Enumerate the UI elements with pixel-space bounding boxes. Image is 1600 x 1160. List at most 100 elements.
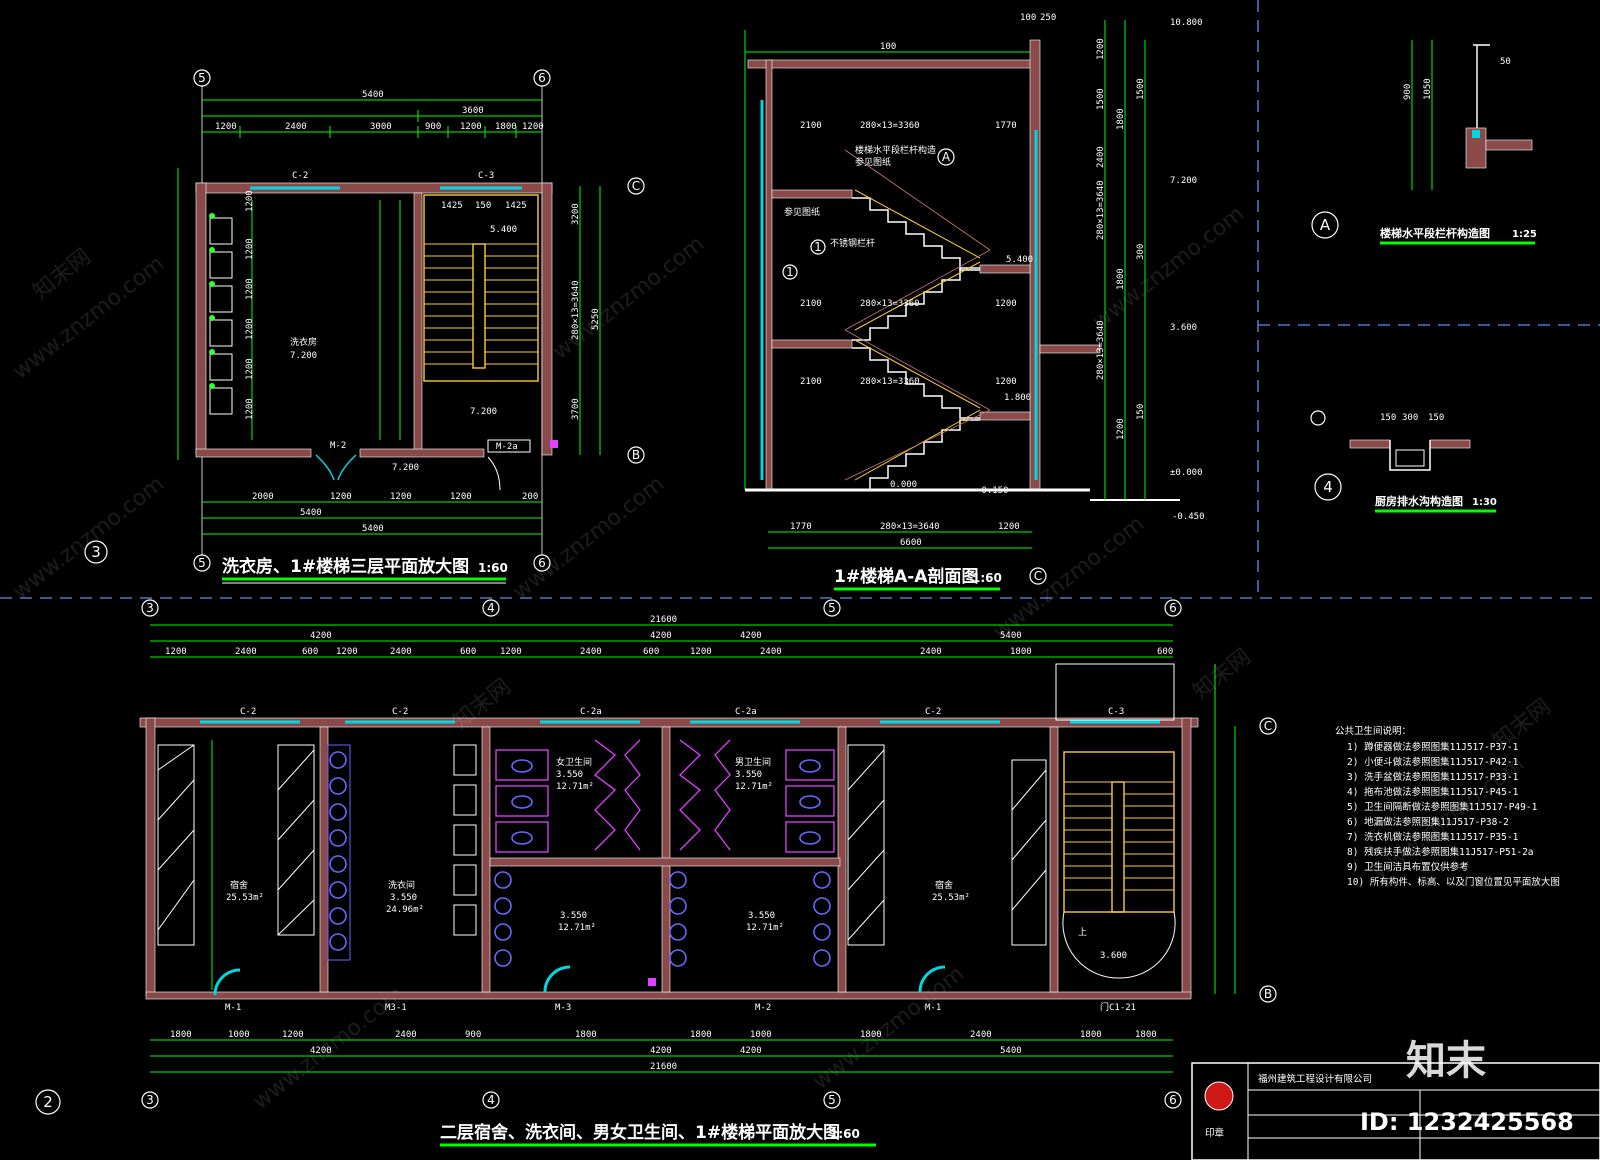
axis-label: C xyxy=(1264,719,1272,733)
dim-text: 1800 xyxy=(495,122,517,132)
view-title: 楼梯水平段栏杆构造图 xyxy=(1380,226,1490,240)
landing xyxy=(771,339,853,349)
dim-text: 5400 xyxy=(1000,1046,1022,1056)
dim-text: 4200 xyxy=(310,631,332,641)
dim-text: 200 xyxy=(522,492,538,502)
dim-text: 5400 xyxy=(1000,631,1022,641)
axis-bubble xyxy=(482,599,500,617)
view-title: 厨房排水沟构造图 xyxy=(1375,494,1463,508)
wardrobe xyxy=(157,744,315,946)
dim-text: 1425 xyxy=(505,201,527,211)
door-label: M-3 xyxy=(555,1003,571,1013)
dim-text: 300 xyxy=(1402,413,1418,423)
axis-bubble xyxy=(141,1091,159,1109)
dim-text: 21600 xyxy=(650,615,677,625)
wall-right xyxy=(541,182,553,456)
watermark-text: www.znzmo.com xyxy=(808,961,969,1094)
room-elev: 3.550 xyxy=(390,893,417,903)
note-item: 1) 蹲便器做法参照图集11J517-P37-1 xyxy=(1347,741,1519,753)
window-label: C-2a xyxy=(735,707,757,717)
axis-bubble xyxy=(627,446,645,464)
note-item: 2) 小便斗做法参照图集11J517-P42-1 xyxy=(1347,756,1519,768)
dim-text: 1200 xyxy=(690,647,712,657)
axis-bubble xyxy=(1259,985,1277,1003)
door-m2a xyxy=(487,439,531,453)
axis-bubble xyxy=(1259,717,1277,735)
slab-edge xyxy=(1485,139,1533,151)
watermark-text: 知末网 xyxy=(1188,644,1255,704)
door-label: M-1 xyxy=(225,1003,241,1013)
axis-label: 5 xyxy=(198,556,206,570)
axis-bubble xyxy=(823,1091,841,1109)
landing xyxy=(979,264,1031,274)
image-id: ID: 1232425568 xyxy=(1360,1108,1574,1136)
axis-label: 6 xyxy=(538,71,546,85)
note-text: 楼梯水平段栏杆构造 xyxy=(855,144,936,156)
note-text: 参见图纸 xyxy=(855,156,891,168)
elev-label: 3.600 xyxy=(1100,951,1127,961)
room-elev: 3.550 xyxy=(735,770,762,780)
dim-text: 1200 xyxy=(995,299,1017,309)
wall-bottom xyxy=(359,448,485,458)
watermark-text: 知末网 xyxy=(1488,694,1555,754)
door-label: M-1 xyxy=(925,1003,941,1013)
axis-bubble xyxy=(482,1091,500,1109)
note-item: 6) 地漏做法参照图集11J517-P38-2 xyxy=(1347,816,1509,828)
laundry-plan-view: 5 6 5 6 C B 5400 3600 1200 2400 3000 900… xyxy=(84,69,645,584)
view-number: 2 xyxy=(43,1093,53,1111)
dim-text: 3200 xyxy=(571,203,581,225)
dim-text: 1200 xyxy=(330,492,352,502)
elev-label: 7.200 xyxy=(1170,176,1197,186)
dim-text: 900 xyxy=(1403,84,1413,100)
axis-label: C xyxy=(632,179,640,193)
room-elev: 3.550 xyxy=(560,911,587,921)
dim-text: 280×13=3360 xyxy=(860,299,920,309)
dim-text: 600 xyxy=(302,647,318,657)
room-label: 洗衣间 xyxy=(388,879,415,891)
window-label: C-2 xyxy=(925,707,941,717)
detail-bubble xyxy=(1311,211,1339,239)
dim-text: 3000 xyxy=(370,122,392,132)
dim-text: 1200 xyxy=(245,398,255,420)
room-label: 宿舍 xyxy=(935,879,953,891)
axis-label: 5 xyxy=(828,1093,836,1107)
dim-text: 1800 xyxy=(1116,108,1126,130)
floor-slab xyxy=(1429,439,1471,449)
detail-marker-label: 1 xyxy=(786,265,794,279)
dim-text: 1000 xyxy=(750,1030,772,1040)
dim-text: 600 xyxy=(1157,647,1173,657)
dim-text: 150 xyxy=(1380,413,1396,423)
dim-text: 1200 xyxy=(245,318,255,340)
room-area: 25.53m² xyxy=(932,893,970,903)
window-label: C-2 xyxy=(292,171,308,181)
toilet-partitions xyxy=(495,739,641,853)
axis-label: 3 xyxy=(146,1093,154,1107)
sanitary-notes: 公共卫生间说明： 1) 蹲便器做法参照图集11J517-P37-1 2) 小便斗… xyxy=(1335,725,1560,888)
roof-slab xyxy=(747,59,1039,69)
note-text: 不锈钢栏杆 xyxy=(830,237,875,249)
squat-toilets xyxy=(494,759,533,967)
dim-text: 1200 xyxy=(522,122,544,132)
dim-text: 1800 xyxy=(170,1030,192,1040)
watermark-text: www.znzmo.com xyxy=(8,471,169,604)
stair-plan xyxy=(423,194,539,382)
elev-label: -0.450 xyxy=(1172,512,1205,522)
washer-column xyxy=(327,744,351,961)
dim-text: 1800 xyxy=(860,1030,882,1040)
dim-col-left: 1200 1200 1200 1200 1200 1200 xyxy=(245,190,255,420)
dim-text: 4200 xyxy=(650,631,672,641)
dim-text: 21600 xyxy=(650,1062,677,1072)
note-item: 9) 卫生间洁具布置仅供参考 xyxy=(1347,861,1469,873)
axis-label: 6 xyxy=(1169,1093,1177,1107)
dim-text: 1200 xyxy=(282,1030,304,1040)
view-number-bubble xyxy=(35,1089,61,1115)
dim-text: 4200 xyxy=(740,1046,762,1056)
door-label: M-2 xyxy=(755,1003,771,1013)
dim-text: 4200 xyxy=(310,1046,332,1056)
note-item: 5) 卫生间隔断做法参照图集11J517-P49-1 xyxy=(1347,801,1538,813)
dim-text: 280×13=3640 xyxy=(880,522,940,532)
door-swing xyxy=(918,965,946,993)
drain-dots xyxy=(209,213,215,389)
floor-slab xyxy=(1349,439,1391,449)
